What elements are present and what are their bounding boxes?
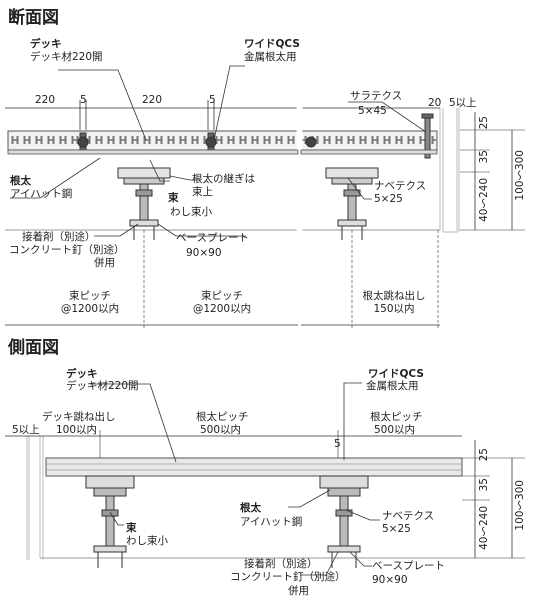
side-adhesive-line1: 接着剤（別途）: [244, 558, 318, 570]
side-joist-left: [85, 475, 135, 568]
section-base-size: 90×90: [186, 247, 222, 259]
section-nabe-size: 5×25: [374, 193, 403, 205]
section-adhesive-line2: コンクリート釘（別途）: [9, 244, 125, 256]
side-base-size: 90×90: [372, 574, 408, 586]
section-dim-5-a: 5: [80, 94, 87, 106]
section-deck-label: デッキ: [30, 38, 62, 50]
section-dim-25: 25: [478, 116, 490, 130]
section-dim-100-300: 100～300: [514, 150, 526, 201]
section-dim-220-a: 220: [35, 94, 56, 106]
section-qcs-desc: 金属根太用: [244, 51, 297, 63]
section-pitch2-label: 束ピッチ: [201, 290, 243, 302]
side-dim-25: 25: [478, 448, 490, 462]
section-post-right: [325, 167, 379, 240]
side-dim-40-240: 40～240: [478, 506, 490, 550]
side-dim-35: 35: [478, 478, 490, 492]
section-qcs-label: ワイドQCS: [244, 38, 300, 50]
section-dim-20: 20: [428, 97, 442, 109]
side-deck-desc: デッキ材220開: [66, 380, 139, 392]
section-post-left: [117, 167, 171, 240]
side-nabe-label: ナベテクス: [382, 510, 435, 522]
section-base-label: ベースプレート: [176, 232, 249, 244]
side-base-label: ベースプレート: [372, 560, 445, 572]
side-pitch-a-value: 500以内: [200, 424, 242, 436]
side-pitch-b-label: 根太ピッチ: [370, 411, 423, 423]
section-sara-label: サラテクス: [350, 90, 403, 102]
section-tsuka-desc: わし束小: [170, 206, 212, 218]
side-view: [5, 382, 525, 576]
side-neta-desc: アイハット鋼: [240, 516, 303, 528]
section-view-title: 断面図: [8, 8, 59, 28]
section-pitch1-value: @1200以内: [60, 303, 120, 315]
side-neta-label: 根太: [240, 502, 261, 514]
section-overhang-value: 150以内: [373, 303, 415, 315]
side-qcs-label: ワイドQCS: [368, 368, 424, 380]
section-dim-5up: 5以上: [449, 97, 477, 109]
side-deck-board: [45, 457, 463, 477]
side-dim-5up: 5以上: [12, 424, 40, 436]
section-pitch1-label: 束ピッチ: [69, 290, 111, 302]
side-tsuka-desc: わし束小: [126, 535, 168, 547]
section-deck-desc: デッキ材220開: [30, 51, 103, 63]
section-dim-5-b: 5: [209, 94, 216, 106]
side-deck-overhang-label: デッキ跳ね出し: [42, 411, 116, 423]
section-dim-40-240: 40～240: [478, 178, 490, 222]
section-tsuka-label: 束: [168, 192, 179, 204]
section-view: [5, 65, 525, 330]
side-deck-label: デッキ: [66, 368, 98, 380]
side-view-title: 側面図: [8, 338, 59, 358]
side-adhesive-line3: 併用: [288, 585, 309, 597]
side-dim-100-300: 100～300: [514, 480, 526, 531]
section-joist: [7, 149, 299, 155]
side-adhesive-line2: コンクリート釘（別途）: [230, 571, 346, 583]
section-nabe-label: ナベテクス: [374, 180, 427, 192]
side-dim-5: 5: [334, 438, 341, 450]
side-qcs-desc: 金属根太用: [366, 380, 419, 392]
side-tsuka-label: 束: [126, 522, 137, 534]
section-joint-line1: 根太の継ぎは: [192, 173, 255, 185]
side-pitch-a-label: 根太ピッチ: [196, 411, 249, 423]
section-sara-size: 5×45: [358, 105, 387, 117]
section-neta-label: 根太: [10, 175, 31, 187]
section-overhang-label: 根太跳ね出し: [362, 290, 426, 302]
side-pitch-b-value: 500以内: [374, 424, 416, 436]
side-joist-right: [319, 475, 369, 568]
section-dim-220-b: 220: [142, 94, 163, 106]
section-joint-line2: 束上: [192, 186, 213, 198]
side-nabe-size: 5×25: [382, 523, 411, 535]
section-adhesive-line1: 接着剤（別途）: [22, 231, 96, 243]
section-dim-35: 35: [478, 150, 490, 164]
side-deck-overhang-value: 100以内: [56, 424, 98, 436]
section-adhesive-line3: 併用: [94, 257, 115, 269]
section-pitch2-value: @1200以内: [192, 303, 252, 315]
section-neta-desc: アイハット鋼: [10, 188, 73, 200]
